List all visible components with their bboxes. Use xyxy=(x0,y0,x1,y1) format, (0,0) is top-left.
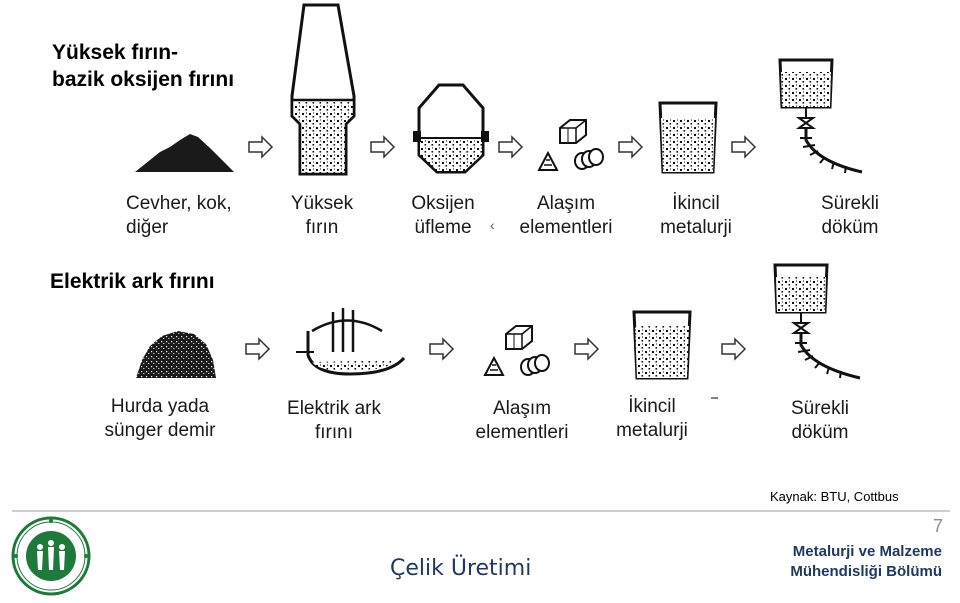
row2-step4-line2: metalurji xyxy=(616,420,688,441)
row1-step1-line2: diğer xyxy=(126,217,169,238)
flow-arrow xyxy=(248,135,274,159)
row1-step1-label: Cevher, kok, diğer xyxy=(112,192,262,240)
oxygen-converter-icon xyxy=(413,83,489,174)
row1-step2-label: Yüksek fırın xyxy=(262,192,382,240)
continuous-caster-icon xyxy=(778,58,863,174)
flow-arrow xyxy=(498,135,524,159)
row2-step3-label: Alaşım elementleri xyxy=(452,397,592,445)
blast-furnace-icon xyxy=(290,3,356,176)
row2-step2-line2: fırını xyxy=(314,422,353,443)
department-line2: Mühendisliği Bölümü xyxy=(790,563,942,580)
kocaeli-university-logo xyxy=(11,516,91,596)
row1-step5-line2: metalurji xyxy=(660,217,732,238)
flow-arrow xyxy=(245,337,271,361)
electric-arc-furnace-icon xyxy=(296,308,406,376)
flow-arrow xyxy=(731,135,757,159)
ladle-icon xyxy=(658,101,718,174)
row1-step5-line1: İkincil xyxy=(672,193,720,214)
department-line1: Metalurji ve Malzeme xyxy=(792,543,942,560)
flow-arrow xyxy=(721,337,747,361)
flow-arrow xyxy=(618,135,644,159)
row1-step6-label: Sürekli döküm xyxy=(790,192,910,240)
row1-step2-line1: Yüksek xyxy=(290,193,354,214)
row1-step2-line2: fırın xyxy=(305,217,339,238)
ladle-icon xyxy=(632,310,692,380)
ore-pile-icon xyxy=(135,134,234,172)
footer-title: Çelik Üretimi xyxy=(390,556,532,581)
row2-title-line1: Elektrik ark fırını xyxy=(50,270,215,293)
row1-step5-label: İkincil metalurji xyxy=(636,192,756,240)
row1-step1-line1: Cevher, kok, xyxy=(126,193,232,214)
row1-step3-line1: Oksijen xyxy=(411,193,475,214)
row2-step3-line2: elementleri xyxy=(475,422,569,443)
row2-step4-line1: İkincil xyxy=(628,396,676,417)
page-number: 7 xyxy=(933,516,944,536)
row2-title: Elektrik ark fırını xyxy=(50,268,215,295)
row1-step4-label: Alaşım elementleri xyxy=(496,192,636,240)
stray-mark: ‹ xyxy=(490,217,495,233)
alloy-elements-icon xyxy=(537,119,604,171)
continuous-caster-icon xyxy=(773,263,861,380)
row2-step5-label: Sürekli döküm xyxy=(760,397,880,445)
row2-step1-label: Hurda yada sünger demir xyxy=(80,395,240,443)
row2-step2-label: Elektrik ark fırını xyxy=(264,397,404,445)
flow-arrow xyxy=(429,337,455,361)
row1-step3-label: Oksijen üfleme xyxy=(383,192,503,240)
alloy-elements-icon xyxy=(483,325,550,376)
row2-step3-line1: Alaşım xyxy=(492,398,552,419)
row2-step1-line2: sünger demir xyxy=(104,420,216,441)
source-note: Kaynak: BTU, Cottbus xyxy=(770,489,899,504)
row2-step1-line1: Hurda yada xyxy=(110,396,210,417)
row2-step2-line1: Elektrik ark xyxy=(287,398,381,419)
department-name: Metalurji ve Malzeme Mühendisliği Bölümü xyxy=(720,542,942,582)
row1-title: Yüksek fırın- bazik oksijen fırını xyxy=(52,39,234,93)
row1-title-line2: bazik oksijen fırını xyxy=(52,68,235,91)
row1-step6-line2: döküm xyxy=(821,217,879,238)
row1-step3-line2: üfleme xyxy=(414,217,472,238)
row2-step4-label: İkincil metalurji xyxy=(592,395,712,443)
scrap-pile-icon xyxy=(136,331,216,378)
row1-step4-line1: Alaşım xyxy=(536,193,596,214)
row2-step5-line2: döküm xyxy=(791,422,849,443)
row2-step5-line1: Sürekli xyxy=(790,398,850,419)
flow-arrow xyxy=(574,337,600,361)
row1-step4-line2: elementleri xyxy=(519,217,613,238)
row1-step6-line1: Sürekli xyxy=(820,193,880,214)
flow-arrow xyxy=(370,135,396,159)
row1-title-line1: Yüksek fırın- xyxy=(52,41,179,64)
